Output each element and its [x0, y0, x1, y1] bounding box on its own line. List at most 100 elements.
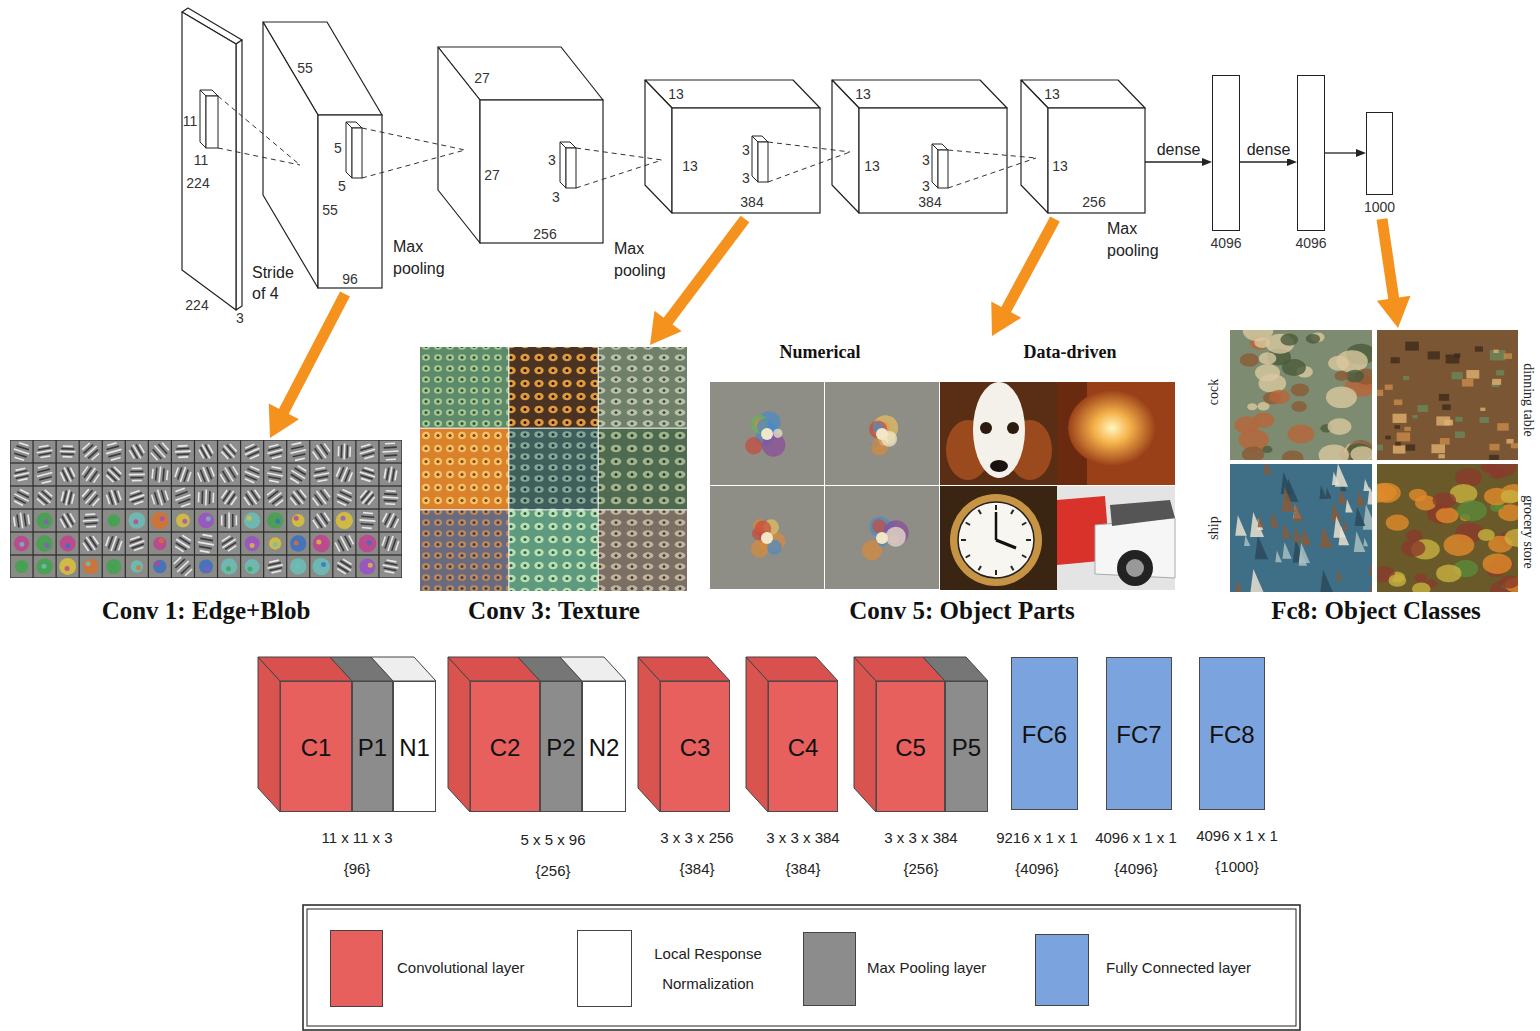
filter-blob	[273, 542, 278, 547]
filter-stripe	[314, 470, 327, 472]
filter-tile	[34, 441, 56, 463]
filter-tile	[11, 533, 33, 555]
filter-stripe	[109, 453, 122, 456]
pooling-layer: P1	[352, 681, 393, 812]
dimension-number: 55	[297, 60, 313, 77]
filter-stripe	[24, 514, 26, 527]
filter-stripe	[67, 513, 73, 524]
kernel-front	[206, 96, 218, 148]
kernel-front	[566, 148, 576, 188]
filter-stripe	[39, 445, 49, 447]
class-visual-ground	[1377, 330, 1518, 460]
edge-label: dense	[1156, 140, 1202, 159]
filter-tile	[149, 487, 171, 509]
filter-stripe	[349, 472, 353, 481]
feature-arrow	[1377, 219, 1411, 328]
class-shape	[1504, 353, 1512, 358]
filter-stripe	[175, 488, 184, 491]
dimension-number: 11	[183, 113, 198, 130]
filter-tile	[172, 533, 194, 555]
volume-side	[438, 47, 480, 243]
filter-tile	[380, 487, 402, 509]
visual-blob	[761, 428, 773, 440]
kernel-front	[938, 150, 948, 188]
class-shape	[1264, 464, 1272, 474]
filter-stripe	[272, 496, 282, 504]
dimension-number: 13	[1044, 86, 1060, 103]
filter-stripe	[85, 513, 95, 515]
filter-blob	[267, 512, 283, 528]
filter-stripe	[267, 473, 283, 476]
filter-stripe	[268, 477, 281, 479]
filter-tile	[195, 533, 217, 555]
arrow-shaft	[283, 294, 345, 412]
class-shape	[1439, 394, 1449, 401]
filter-tile	[103, 510, 125, 532]
block-side	[638, 657, 660, 812]
filter-stripe	[395, 470, 397, 480]
filter-stripe	[38, 448, 51, 450]
volume-front	[480, 100, 603, 243]
class-shape	[1363, 479, 1370, 491]
filter-tile	[149, 464, 171, 486]
conv3-volume: 131333384	[645, 80, 820, 213]
filter-tile	[310, 464, 332, 486]
kernel-side	[200, 90, 206, 148]
filter-stripe	[151, 469, 154, 479]
filter-stripe	[291, 470, 305, 478]
filter-stripe	[165, 491, 168, 501]
filter-stripe	[176, 448, 189, 450]
dimension-number: 55	[322, 202, 338, 219]
filter-stripe	[111, 457, 121, 460]
filter-stripe	[39, 477, 52, 480]
filter-stripe	[209, 491, 211, 504]
arrow-head	[991, 302, 1021, 336]
filter-blob	[359, 535, 377, 553]
class-shape	[1258, 516, 1264, 527]
class-shape	[1367, 487, 1372, 505]
filter-stripe	[178, 499, 190, 504]
class-shape	[1269, 390, 1289, 404]
text-anchor: 3	[742, 142, 750, 159]
filter-tile	[333, 464, 355, 486]
text-anchor: {256}	[903, 860, 938, 878]
filter-stripe	[163, 468, 164, 481]
layer-blocks	[258, 657, 988, 812]
arrow-head	[1356, 149, 1366, 157]
filter-stripe	[290, 498, 296, 506]
text-anchor: {96}	[344, 860, 371, 878]
class-shape	[1391, 357, 1400, 363]
fully-connected-layer: FC8	[1199, 657, 1265, 810]
filter-stripe	[181, 503, 190, 506]
filter-count: {4096}	[1015, 860, 1058, 878]
filter-blob	[107, 514, 120, 527]
clock-rim	[950, 494, 1042, 586]
receptive-field-line	[218, 148, 300, 165]
texture-tile	[599, 347, 687, 428]
filter-blob	[295, 564, 300, 569]
filter-stripe	[225, 468, 233, 482]
block-side	[258, 657, 280, 812]
filter-tile	[218, 510, 240, 532]
class-shape	[1489, 444, 1499, 451]
filter-stripe	[136, 444, 143, 455]
block-top	[923, 657, 988, 681]
text-anchor: 4096	[1210, 235, 1241, 252]
class-shape	[1377, 489, 1387, 503]
layer-name: C3	[680, 732, 711, 761]
convolution-layer: C2	[470, 681, 540, 812]
class-shape	[1282, 450, 1304, 460]
block-side	[854, 657, 876, 812]
class-shape	[1404, 427, 1410, 431]
class-shape	[1483, 554, 1512, 575]
arrow-shaft	[667, 219, 745, 322]
text-anchor: N2	[589, 732, 620, 761]
filter-stripe	[130, 490, 139, 493]
clock-tick	[979, 510, 982, 514]
filter-stripe	[297, 490, 305, 500]
filter-stripe	[131, 447, 138, 458]
class-shape	[1336, 570, 1342, 580]
visual-blob	[876, 532, 888, 544]
